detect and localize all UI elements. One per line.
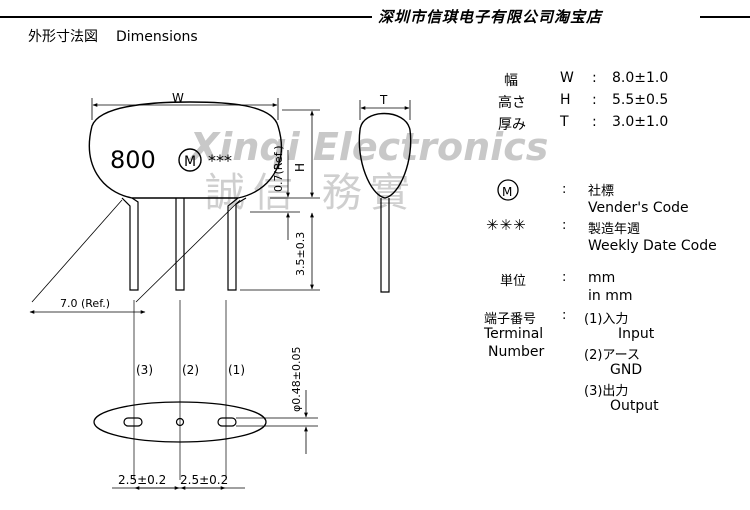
vendor-jp: 社標 [588, 184, 615, 199]
bottom-pin-1 [217, 417, 237, 427]
lead-1 [227, 197, 247, 291]
section-title-jp: 外形寸法図 [28, 29, 98, 45]
resonator-body-front [88, 101, 283, 199]
vendor-code-icon: M [497, 179, 519, 201]
header-rule-left [0, 16, 372, 18]
terminal-1-en: Input [618, 326, 655, 342]
section-title: 外形寸法図 Dimensions [28, 26, 216, 46]
company-title: 深圳市信琪电子有限公司淘宝店 [378, 8, 603, 26]
ref-70-label: 7.0 (Ref.) [60, 297, 110, 310]
lead-diameter-label: φ0.48±0.05 [290, 347, 303, 412]
pitch-2-label: 2.5±0.2 [180, 473, 228, 487]
lead-2 [175, 198, 185, 291]
header-rule-right [700, 16, 750, 18]
pitch-1-label: 2.5±0.2 [118, 473, 166, 487]
bottom-view [93, 401, 267, 443]
vendor-logo-letter: M [184, 154, 196, 170]
lead-length-label: 3.5±0.3 [294, 232, 307, 276]
terminal-en-2: Number [488, 344, 545, 360]
bottom-pin-3 [123, 417, 143, 427]
unit-value-en: in mm [588, 288, 633, 304]
unit-value: mm [588, 270, 616, 286]
side-view [358, 112, 412, 293]
side-lead [380, 198, 390, 293]
weekly-code-symbol: ✳✳✳ [486, 216, 527, 234]
terminal-3-jp: (3)出力 [584, 384, 629, 399]
pin-2-label: (2) [182, 363, 199, 377]
vendor-logo-icon [178, 148, 202, 172]
w-label: W [172, 91, 184, 105]
pin-3-label: (3) [136, 363, 153, 377]
terminal-2-jp: (2)アース [584, 348, 640, 363]
weekly-en: Weekly Date Code [588, 238, 717, 254]
pin-1-label: (1) [228, 363, 245, 377]
terminal-2-en: GND [610, 362, 643, 378]
h-label: H [293, 163, 307, 172]
lead-3 [121, 197, 139, 291]
watermark-english: Xinqi Electronics [188, 125, 548, 169]
watermark-chinese: 誠信 務實 [205, 170, 418, 216]
terminal-3-en: Output [610, 398, 659, 414]
svg-text:M: M [502, 185, 512, 199]
front-view: 800 M *** [88, 101, 283, 291]
weekly-jp: 製造年週 [588, 222, 641, 237]
vendor-en: Vender's Code [588, 200, 689, 216]
section-title-en: Dimensions [116, 29, 198, 45]
terminal-1-jp: (1)入力 [584, 312, 629, 327]
unit-jp: 単位 [500, 274, 527, 289]
terminal-en-1: Terminal [484, 326, 544, 342]
resonator-body-side [358, 112, 412, 199]
marking-stars: *** [208, 151, 232, 170]
bottom-pin-2 [175, 417, 185, 427]
ref-07-label: 0.7(Ref.) [272, 145, 285, 192]
t-label: T [379, 93, 388, 107]
bottom-outline [93, 401, 267, 443]
marking-code: 800 [110, 146, 156, 174]
terminal-jp: 端子番号 [484, 312, 537, 327]
